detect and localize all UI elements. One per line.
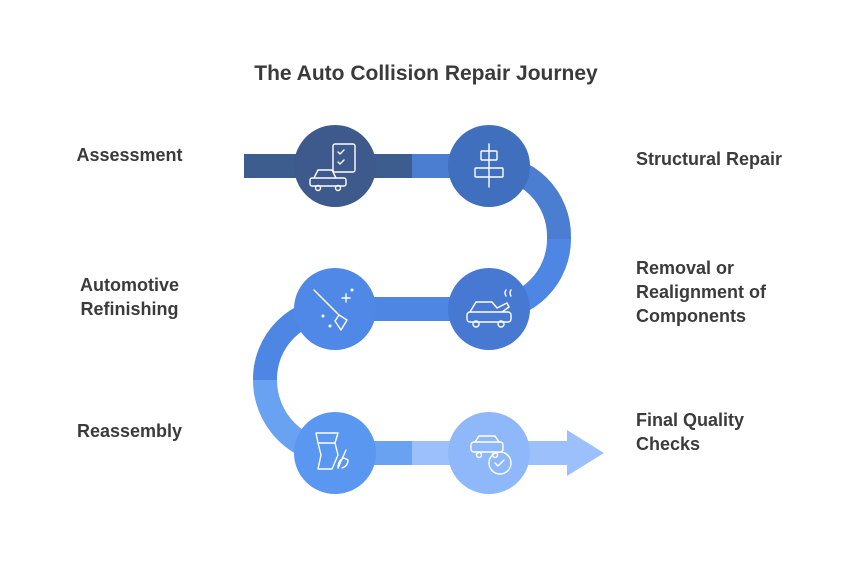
step-circle-1 [294,125,376,207]
step-circle-4 [294,268,376,350]
car-check-icon [470,435,512,475]
step-label-final-quality-checks: Final Quality Checks [636,410,745,454]
car-checklist-icon [309,143,356,192]
step-label-structural-repair: Structural Repair [636,149,783,169]
step-label-automotive-refinishing: Automotive Refinishing [80,275,179,319]
step-label-assessment: Assessment [76,145,183,165]
spray-brush-icon [313,288,354,331]
step-circle-6 [448,412,530,494]
track-arrowhead [567,430,604,476]
step-label-removal-realignment: Removal or Realignment of Components [636,258,767,326]
panel-brush-icon [315,432,349,470]
car-hood-open-icon [466,289,512,328]
step-label-reassembly: Reassembly [76,421,183,441]
diagram-title: The Auto Collision Repair Journey [254,62,598,85]
frame-align-icon [474,143,504,188]
step-circle-5 [294,412,376,494]
step-circle-3 [448,268,530,350]
